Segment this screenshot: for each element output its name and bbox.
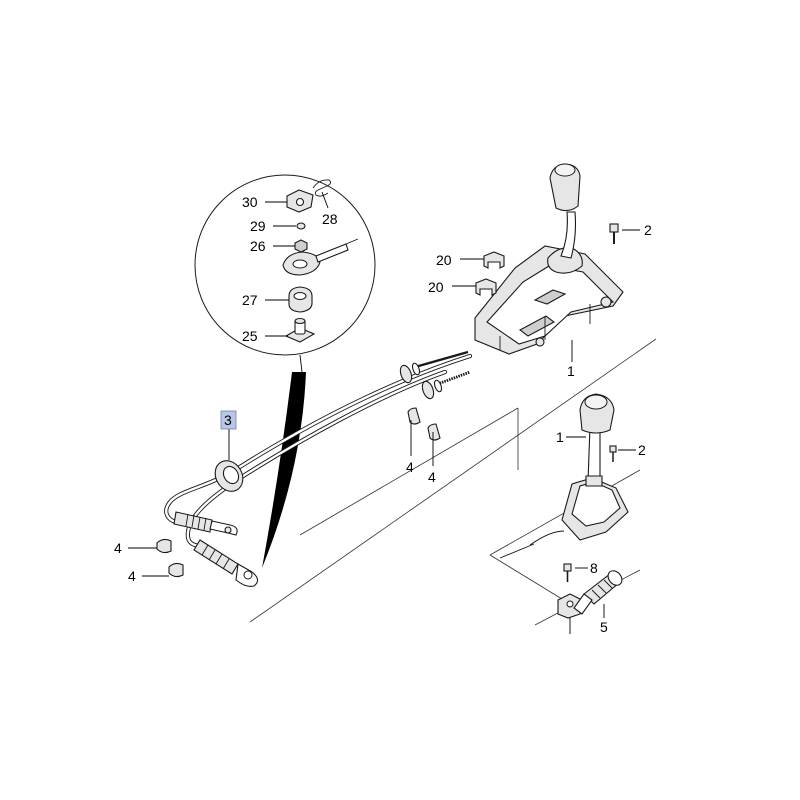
part-25-pin <box>284 317 316 343</box>
part-1-shifter-assembly <box>474 163 624 355</box>
callout-26[interactable]: 26 <box>250 238 266 254</box>
part-27-bushing <box>288 286 313 313</box>
callout-2-lower[interactable]: 2 <box>638 442 646 458</box>
callout-28[interactable]: 28 <box>322 211 338 227</box>
part-2-bolt-lower <box>609 445 617 462</box>
part-5-bushing <box>573 570 623 615</box>
callout-1-lower[interactable]: 1 <box>556 429 564 445</box>
part-8-bolt <box>557 563 583 619</box>
callout-labels: 30 28 29 26 27 25 2 20 20 1 3 4 4 4 4 1 … <box>114 194 652 635</box>
callout-3-highlight <box>220 410 237 430</box>
callout-27[interactable]: 27 <box>242 292 258 308</box>
callout-20-upper[interactable]: 20 <box>436 252 452 268</box>
callout-2-upper[interactable]: 2 <box>644 222 652 238</box>
callout-25[interactable]: 25 <box>242 328 258 344</box>
shift-cables <box>164 350 473 587</box>
part-26-nut <box>294 239 308 253</box>
leader-lines <box>128 229 640 634</box>
callout-4-d[interactable]: 4 <box>128 568 136 584</box>
cable-end-upper <box>173 511 238 536</box>
callout-5[interactable]: 5 <box>600 619 608 635</box>
callout-3[interactable]: 3 <box>224 412 232 428</box>
part-20-brackets <box>475 251 505 296</box>
callout-29[interactable]: 29 <box>250 218 266 234</box>
cable-eye <box>282 238 359 276</box>
part-3-grommet <box>214 460 244 492</box>
callout-1-upper[interactable]: 1 <box>567 363 575 379</box>
part-2-bolt-upper <box>609 223 619 244</box>
part-28-spring-clip <box>312 179 332 197</box>
callout-30[interactable]: 30 <box>242 194 258 210</box>
callout-4-b[interactable]: 4 <box>428 469 436 485</box>
part-30-clip <box>286 189 314 213</box>
cable-end-lower <box>193 539 259 587</box>
callout-4-c[interactable]: 4 <box>114 540 122 556</box>
callout-4-a[interactable]: 4 <box>406 459 414 475</box>
part-1-shifter-alt <box>499 393 629 559</box>
callout-20-lower[interactable]: 20 <box>428 279 444 295</box>
callout-8[interactable]: 8 <box>590 560 598 576</box>
detail-inset <box>194 174 376 568</box>
part-29-washer <box>296 222 306 230</box>
